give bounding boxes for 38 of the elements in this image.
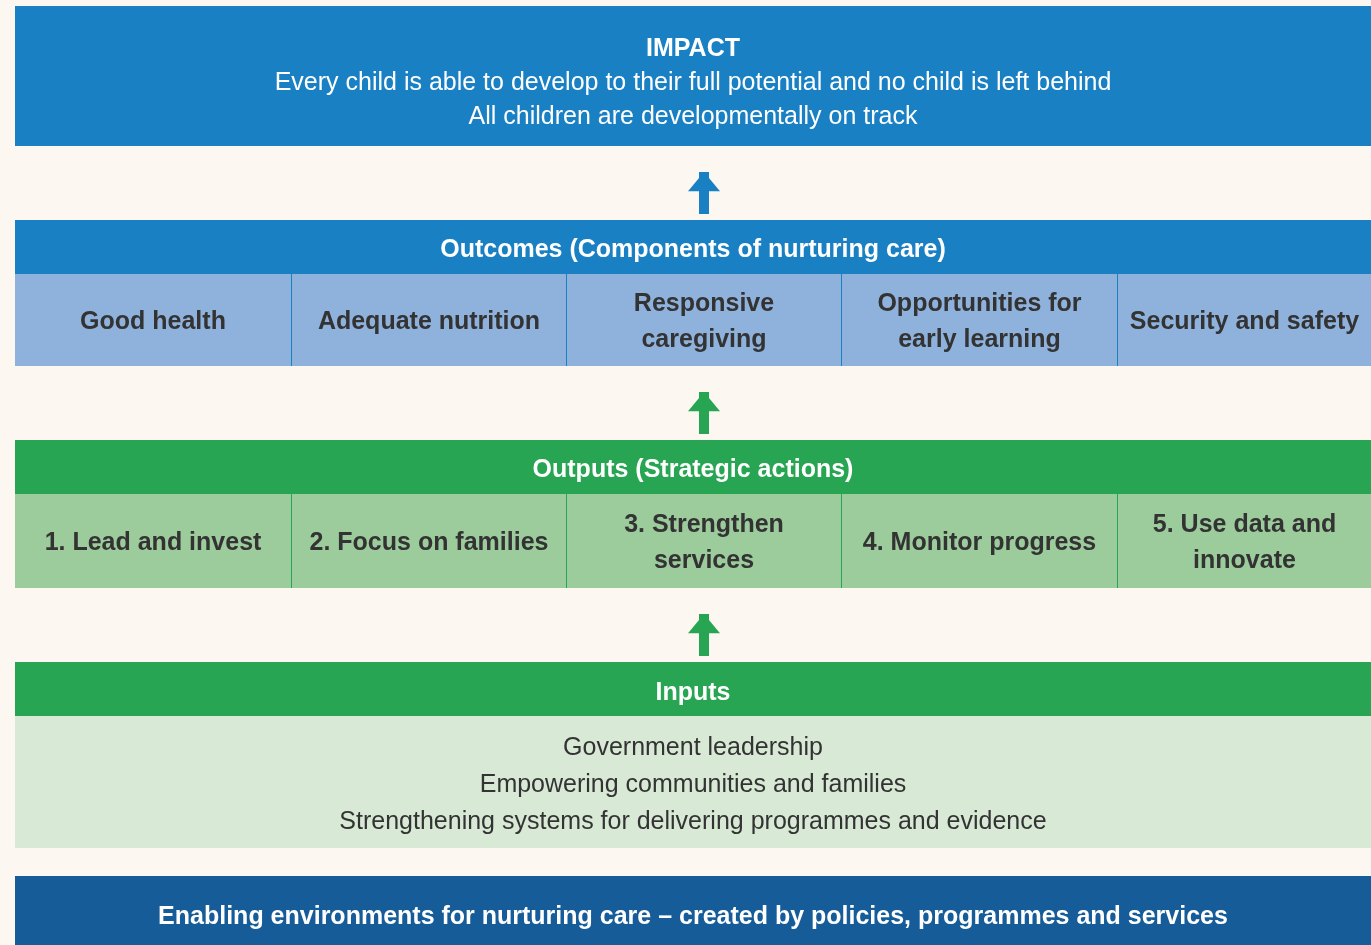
- impact-box: [15, 6, 1371, 146]
- component-cell: [842, 274, 1117, 366]
- component-cell: [567, 494, 841, 588]
- input-item: Government leadership: [562, 731, 824, 762]
- component-cell: [567, 274, 841, 366]
- component-cell: [1118, 274, 1371, 366]
- section-heading: Outputs (Strategic actions): [531, 453, 855, 484]
- component-cell: [292, 274, 566, 366]
- section-panel: [15, 440, 1371, 588]
- component-cell: [292, 494, 566, 588]
- cell-text: Opportunities for early learning: [876, 287, 1083, 354]
- section-heading: Inputs: [15, 662, 1371, 716]
- cell-text: Security and safety: [1129, 305, 1360, 336]
- cell-text: 1. Lead and invest: [44, 526, 262, 557]
- cell-text: 2. Focus on families: [309, 526, 549, 557]
- impact-statement: Every child is able to develop to their full potential and no child is left behind: [273, 66, 1113, 97]
- up-arrow: [688, 392, 720, 434]
- input-item: Strengthening systems for delivering programmes and evidence: [338, 805, 1048, 836]
- component-cell: [842, 494, 1117, 588]
- up-arrow: [688, 614, 720, 656]
- cell-text: Good health: [80, 305, 226, 336]
- component-cell: [15, 494, 291, 588]
- footer-band: [15, 876, 1371, 945]
- up-arrow: [688, 172, 720, 214]
- cell-text: Responsive caregiving: [632, 287, 776, 354]
- input-item: Empowering communities and families: [478, 768, 908, 799]
- section-panel: [15, 220, 1371, 366]
- component-cell: [1118, 494, 1371, 588]
- component-cell: [15, 274, 291, 366]
- cell-text: 5. Use data and innovate: [1151, 508, 1338, 575]
- impact-statement: All children are developmentally on track: [467, 100, 919, 131]
- section-heading: Outcomes (Components of nurturing care): [439, 233, 947, 264]
- cell-text: 4. Monitor progress: [862, 526, 1097, 557]
- impact-heading: IMPACT: [645, 32, 741, 63]
- inputs-panel: [15, 662, 1371, 848]
- cell-text: Adequate nutrition: [317, 305, 541, 336]
- footer-text: Enabling environments for nurturing care – created by policies, programmes and services: [157, 900, 1229, 931]
- cell-text: 3. Strengthen services: [623, 508, 785, 575]
